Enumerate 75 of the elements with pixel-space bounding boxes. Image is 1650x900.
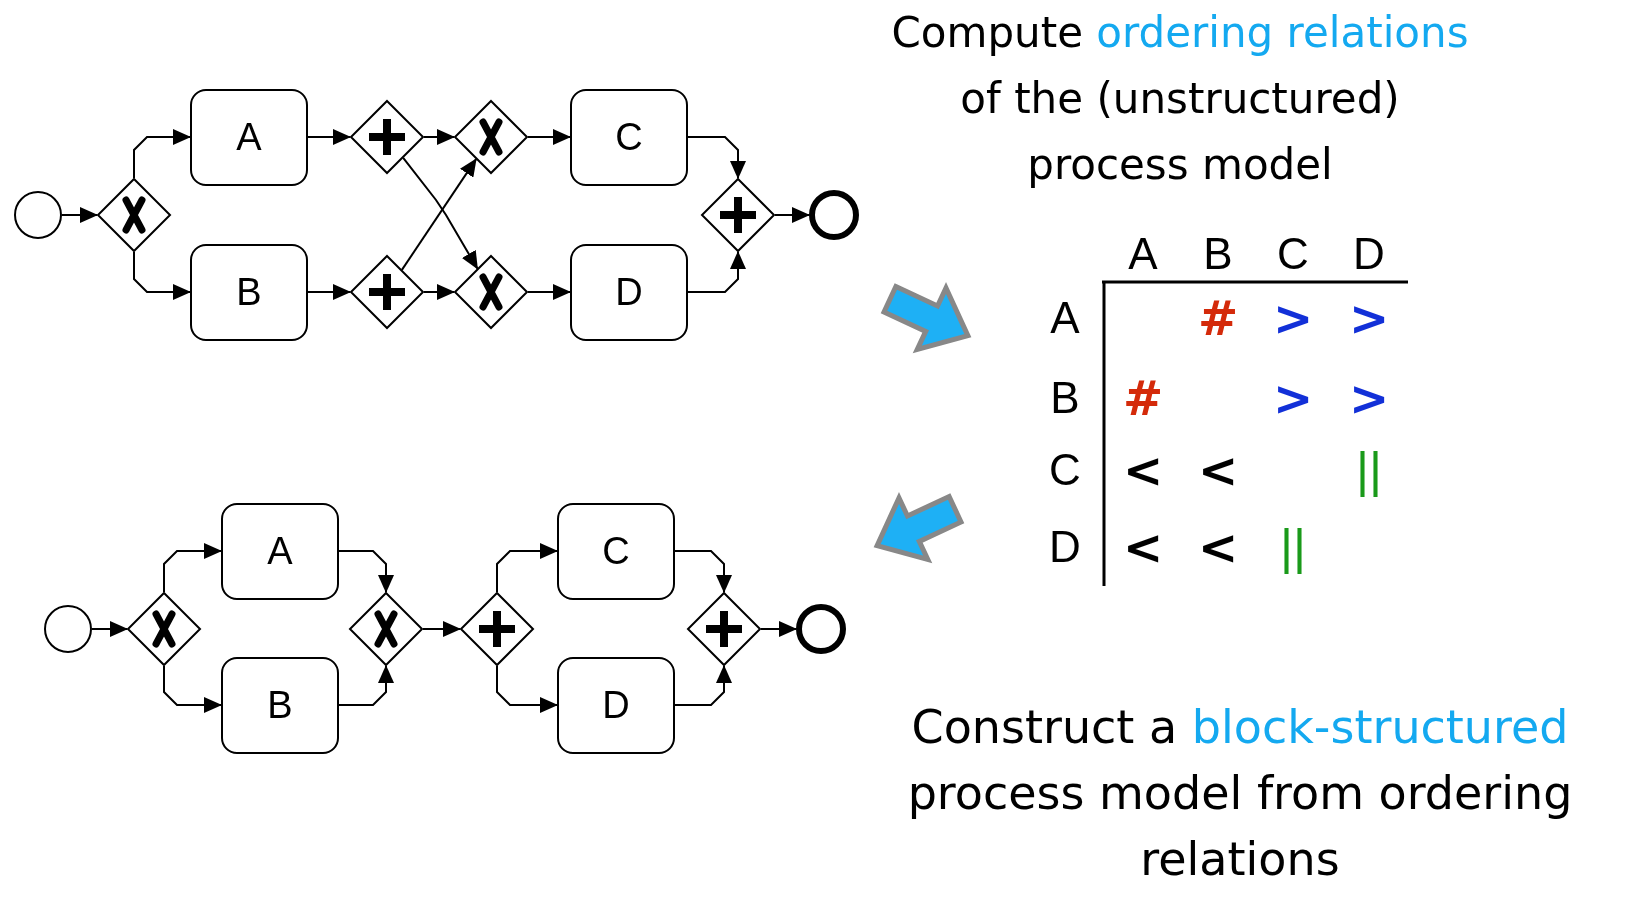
sequence-flow-arrow — [61, 207, 98, 223]
end-event-circle — [796, 604, 846, 654]
sequence-flow-arrow — [91, 621, 128, 637]
table-header: D — [1353, 232, 1385, 276]
relation-symbol: > — [1272, 294, 1314, 342]
sequence-flow-arrow — [423, 129, 455, 145]
gateway-diamond — [687, 592, 761, 666]
gateway-diamond — [350, 255, 424, 329]
task-label: B — [236, 273, 262, 311]
sequence-flow-arrow — [307, 284, 351, 300]
gateway-diamond — [97, 178, 171, 252]
relation-symbol: < — [1122, 446, 1164, 494]
sequence-flow-arrow — [760, 621, 797, 637]
task-label: C — [615, 118, 643, 156]
table-header: A — [1050, 296, 1080, 340]
relation-symbol: # — [1197, 294, 1239, 342]
sequence-flow-arrow — [163, 543, 222, 593]
task-box — [190, 88, 308, 186]
sequence-flow-arrow — [687, 136, 746, 179]
relation-symbol: > — [1272, 374, 1314, 422]
sequence-flow-arrow — [307, 129, 351, 145]
sequence-flow-arrow — [496, 665, 558, 713]
gateway-diamond — [454, 255, 528, 329]
gateway-diamond — [454, 100, 528, 174]
task-box — [557, 502, 675, 600]
end-event-circle — [809, 190, 859, 240]
task-label: C — [602, 532, 630, 570]
sequence-flow-arrow — [674, 550, 732, 593]
sequence-flow-arrow — [527, 129, 571, 145]
relation-symbol: || — [1356, 445, 1382, 495]
relation-symbol: < — [1122, 523, 1164, 571]
sequence-flow-arrow — [674, 665, 732, 706]
sequence-flow-arrow — [133, 251, 191, 300]
task-label: B — [267, 686, 293, 724]
sequence-flow-arrow — [338, 550, 394, 593]
task-box — [557, 656, 675, 754]
description-text: Compute ordering relations of the (unstructured) process model — [890, 7, 1470, 191]
table-header: A — [1128, 232, 1158, 276]
task-box — [190, 243, 308, 341]
sequence-flow-arrow — [133, 129, 191, 179]
sequence-flow-arrow — [423, 284, 455, 300]
sequence-flow-arrow — [496, 543, 558, 593]
task-box — [570, 88, 688, 186]
gateway-diamond — [460, 592, 534, 666]
relation-symbol: > — [1348, 294, 1390, 342]
sequence-flow-arrow — [163, 665, 222, 713]
task-label: D — [615, 273, 643, 311]
sequence-flow-arrow — [687, 251, 746, 293]
start-event-circle — [44, 605, 92, 653]
table-header: D — [1049, 525, 1081, 569]
gateway-diamond — [349, 592, 423, 666]
sequence-flow-arrow — [774, 207, 810, 223]
gateway-diamond — [701, 178, 775, 252]
sequence-flow-arrow — [338, 665, 394, 706]
relation-symbol: || — [1280, 522, 1306, 572]
sequence-flow-arrow — [527, 284, 571, 300]
task-box — [221, 656, 339, 754]
task-label: D — [602, 686, 630, 724]
task-label: A — [236, 118, 262, 156]
gateway-diamond — [350, 100, 424, 174]
sequence-flow-arrow — [422, 621, 461, 637]
task-box — [570, 243, 688, 341]
start-event-circle — [14, 191, 62, 239]
relation-symbol: < — [1197, 446, 1239, 494]
gateway-diamond — [127, 592, 201, 666]
table-header: C — [1277, 232, 1309, 276]
task-label: A — [267, 532, 293, 570]
task-box — [221, 502, 339, 600]
table-header: B — [1203, 232, 1233, 276]
relation-symbol: < — [1197, 523, 1239, 571]
relation-symbol: # — [1122, 374, 1164, 422]
relation-symbol: > — [1348, 374, 1390, 422]
description-text: Construct a block-structured process model from ordering relations — [906, 699, 1574, 888]
table-header: B — [1050, 376, 1080, 420]
table-header: C — [1049, 448, 1081, 492]
